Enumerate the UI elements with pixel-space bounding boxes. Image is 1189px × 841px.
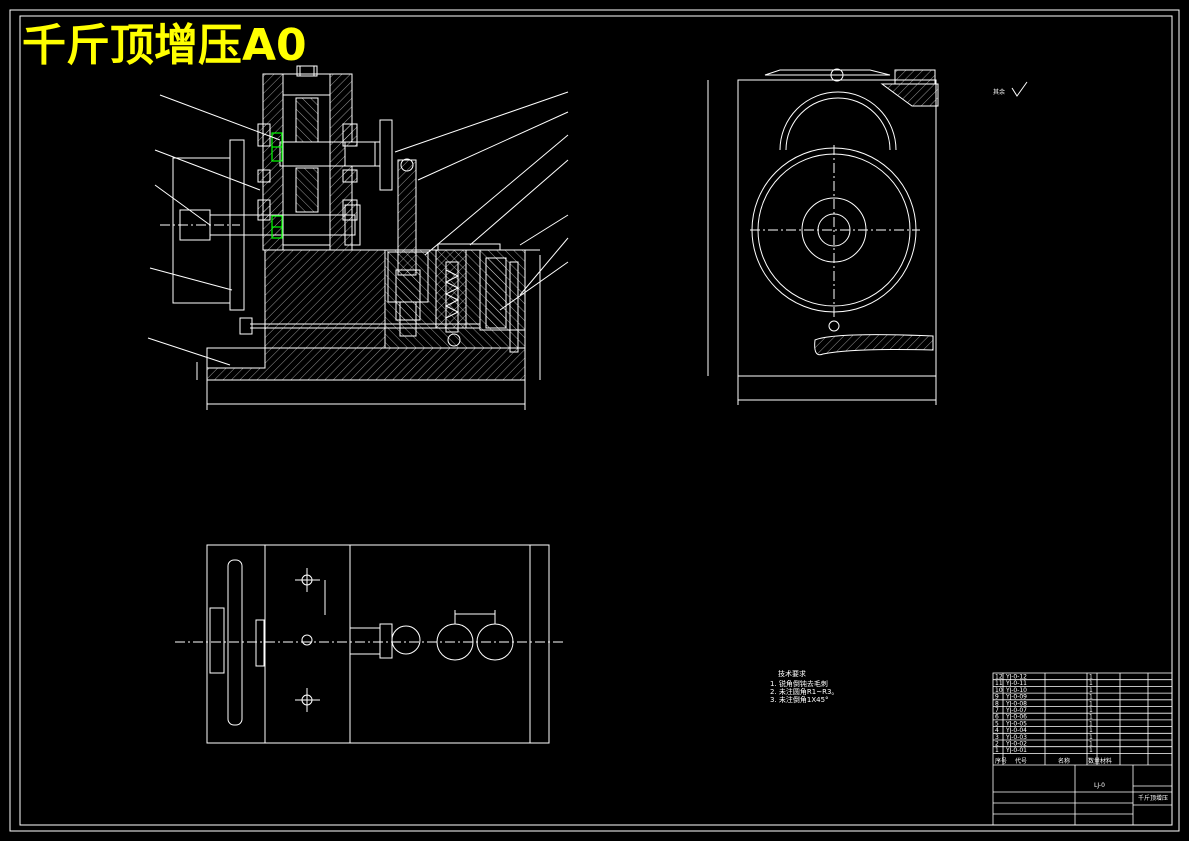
parts-header-material: 材料 — [1100, 757, 1112, 765]
parts-cell-no: 8 — [995, 700, 999, 707]
parts-cell-code: YJ-0-11 — [1005, 680, 1027, 687]
tech-notes: 技术要求 1. 锐角倒钝去毛刺 2. 未注圆角R1~R3。 3. 未注倒角1X4… — [770, 669, 838, 704]
parts-cell-no: 3 — [995, 734, 999, 741]
sheet-title: 千斤顶增压A0 — [22, 20, 307, 71]
side-view — [707, 68, 939, 405]
body-block — [264, 249, 386, 349]
roughness-note: 其余 — [993, 88, 1005, 96]
top-view — [175, 544, 565, 744]
parts-cell-code: YJ-0-05 — [1005, 720, 1027, 727]
parts-header-code: 代号 — [1015, 757, 1027, 765]
parts-cell-no: 7 — [995, 707, 999, 714]
parts-cell-no: 4 — [995, 727, 999, 734]
side-frame — [737, 79, 937, 377]
drawing-name: LJ-0 — [1094, 782, 1105, 789]
parts-cell-qty: 1 — [1089, 687, 1093, 694]
parts-cell-code: YJ-0-10 — [1005, 687, 1027, 694]
title-block — [992, 672, 1173, 826]
parts-cell-no: 10 — [995, 687, 1003, 694]
parts-cell-code: YJ-0-08 — [1005, 700, 1027, 707]
parts-cell-qty: 1 — [1089, 720, 1093, 727]
parts-cell-qty: 1 — [1089, 674, 1093, 681]
assembly-label: 千斤顶增压 — [1138, 794, 1168, 802]
parts-cell-no: 11 — [995, 680, 1003, 687]
front-section-view — [147, 65, 569, 410]
parts-cell-qty: 1 — [1089, 747, 1093, 754]
outer-border — [9, 9, 1180, 832]
parts-cell-no: 12 — [995, 674, 1003, 681]
parts-cell-no: 9 — [995, 694, 999, 701]
parts-cell-code: YJ-0-04 — [1005, 727, 1027, 734]
parts-cell-qty: 1 — [1089, 727, 1093, 734]
parts-cell-no: 1 — [995, 747, 999, 754]
parts-cell-code: YJ-0-06 — [1005, 714, 1027, 721]
roughness-symbol — [1011, 81, 1028, 97]
parts-cell-qty: 1 — [1089, 694, 1093, 701]
parts-header-name: 名称 — [1058, 757, 1070, 765]
parts-cell-no: 2 — [995, 741, 999, 748]
parts-cell-code: YJ-0-12 — [1005, 674, 1027, 681]
parts-cell-code: YJ-0-02 — [1005, 741, 1027, 748]
parts-cell-qty: 1 — [1089, 680, 1093, 687]
tech-note-line: 3. 未注倒角1X45° — [770, 695, 829, 704]
parts-cell-code: YJ-0-01 — [1005, 747, 1027, 754]
parts-cell-no: 5 — [995, 720, 999, 727]
parts-header-no: 序号 — [995, 757, 1007, 765]
top-frame — [206, 544, 550, 744]
parts-cell-code: YJ-0-07 — [1005, 707, 1027, 714]
parts-cell-qty: 1 — [1089, 714, 1093, 721]
parts-cell-code: YJ-0-03 — [1005, 734, 1027, 741]
parts-cell-qty: 1 — [1089, 734, 1093, 741]
parts-cell-qty: 1 — [1089, 741, 1093, 748]
parts-cell-qty: 1 — [1089, 707, 1093, 714]
parts-cell-no: 6 — [995, 714, 999, 721]
tech-notes-heading: 技术要求 — [778, 669, 806, 678]
parts-cell-qty: 1 — [1089, 700, 1093, 707]
lever-arm — [397, 159, 417, 276]
parts-header-qty: 数量 — [1088, 757, 1100, 765]
tech-note-line: 1. 锐角倒钝去毛刺 — [770, 679, 828, 688]
tech-note-line: 2. 未注圆角R1~R3。 — [770, 687, 838, 696]
parts-cell-code: YJ-0-09 — [1005, 694, 1027, 701]
inner-border — [19, 15, 1173, 826]
